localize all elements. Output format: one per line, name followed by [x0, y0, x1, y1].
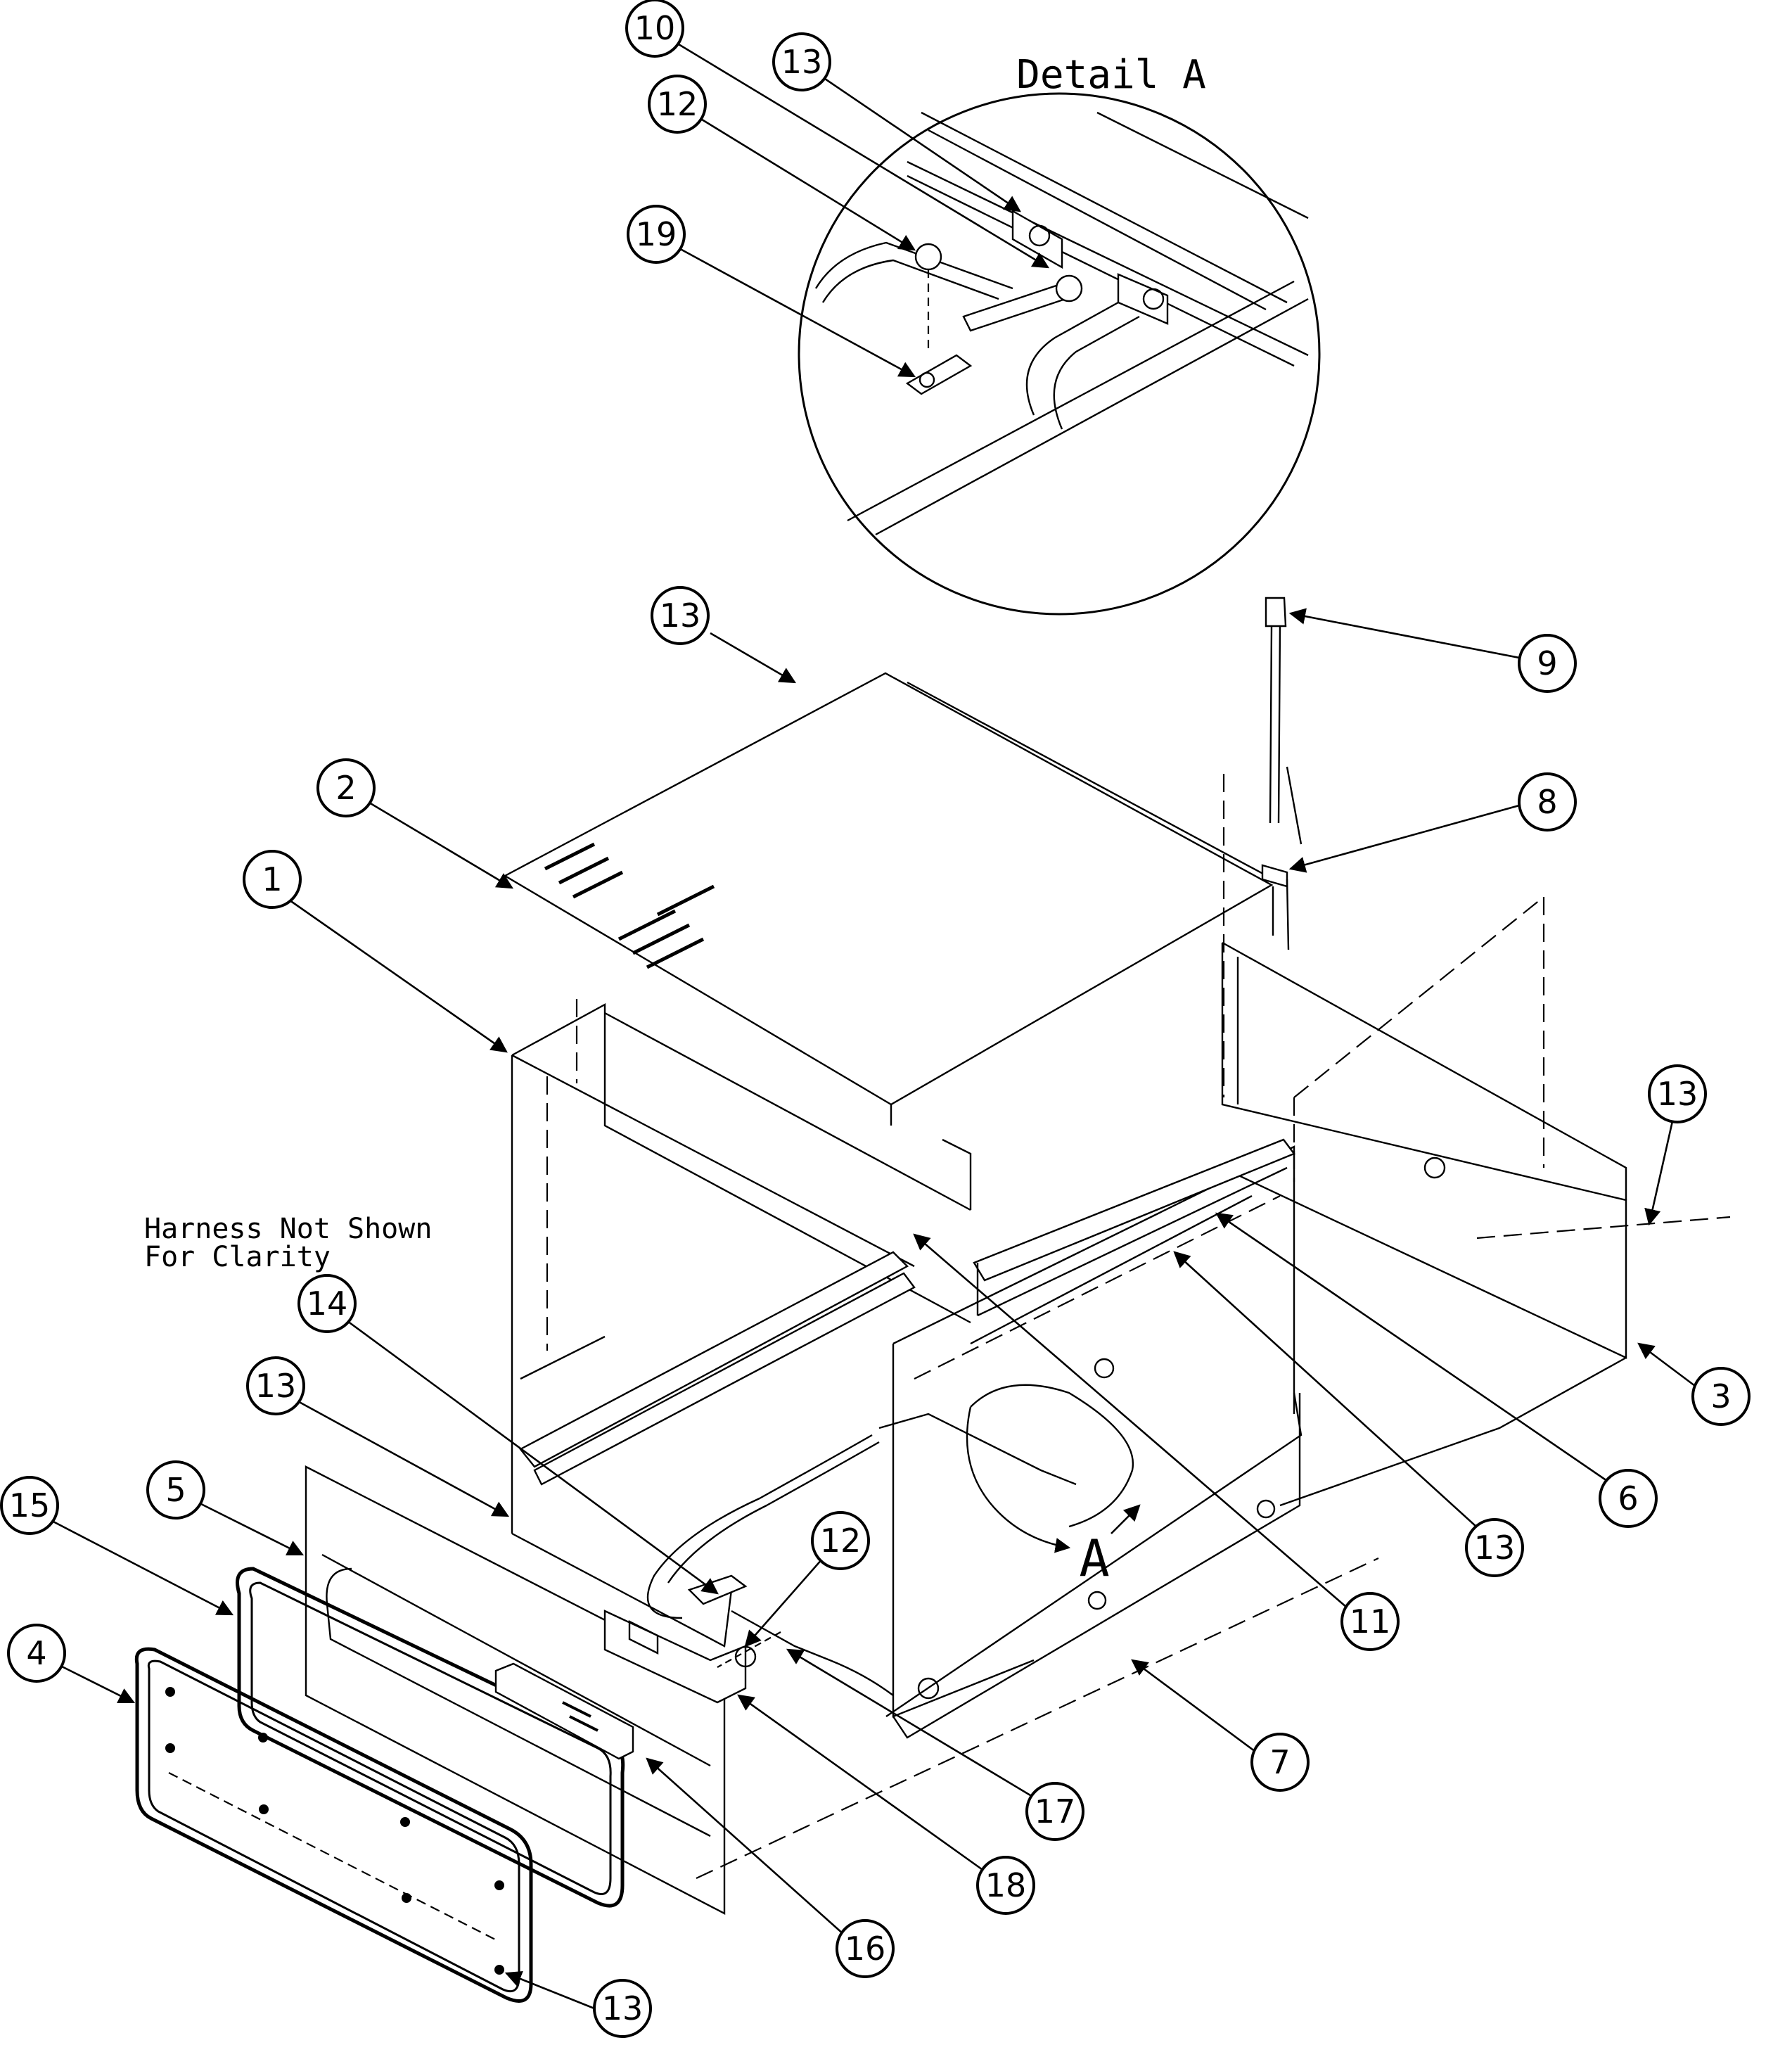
svg-text:11: 11 — [1350, 1603, 1391, 1641]
callout-6: 6 — [1215, 1212, 1658, 1528]
svg-text:19: 19 — [636, 215, 677, 253]
callout-12-detail: 12 — [648, 75, 916, 251]
callout-7: 7 — [1131, 1659, 1310, 1792]
callout-2: 2 — [316, 758, 514, 889]
note-line-1: Harness Not Shown — [144, 1213, 432, 1245]
callout-16: 16 — [646, 1757, 895, 1978]
svg-text:4: 4 — [26, 1634, 46, 1672]
detail-a-marker: A — [966, 1384, 1141, 1588]
callout-19: 19 — [627, 205, 916, 378]
svg-text:8: 8 — [1537, 783, 1557, 821]
callout-13-left: 13 — [246, 1356, 510, 1517]
svg-text:9: 9 — [1537, 644, 1557, 682]
callout-13-top: 13 — [651, 586, 797, 684]
svg-text:3: 3 — [1710, 1377, 1731, 1415]
callout-13-right: 13 — [1644, 1064, 1707, 1226]
callout-13-door: 13 — [504, 1970, 652, 2038]
svg-text:1: 1 — [262, 860, 282, 898]
callout-17: 17 — [786, 1648, 1084, 1841]
svg-text:14: 14 — [307, 1285, 348, 1323]
callout-11: 11 — [913, 1233, 1400, 1651]
svg-text:13: 13 — [1657, 1075, 1698, 1113]
detail-a-view — [798, 92, 1321, 616]
svg-text:13: 13 — [660, 597, 701, 635]
callout-13-rail: 13 — [1173, 1251, 1524, 1577]
svg-text:13: 13 — [255, 1367, 297, 1405]
callout-10: 10 — [625, 0, 1050, 269]
svg-text:5: 5 — [165, 1471, 186, 1509]
callout-8: 8 — [1288, 772, 1577, 873]
svg-text:6: 6 — [1618, 1479, 1638, 1517]
callout-3: 3 — [1637, 1342, 1751, 1426]
detail-a-title: Detail A — [1016, 52, 1206, 98]
svg-text:2: 2 — [335, 769, 356, 807]
callout-12-main: 12 — [744, 1511, 870, 1648]
svg-text:12: 12 — [820, 1522, 862, 1560]
svg-text:12: 12 — [657, 85, 698, 123]
callout-5: 5 — [146, 1460, 305, 1556]
svg-text:15: 15 — [9, 1486, 51, 1524]
callout-15: 15 — [0, 1476, 234, 1616]
svg-text:10: 10 — [634, 9, 676, 47]
svg-text:13: 13 — [781, 43, 823, 81]
callout-13-detail: 13 — [772, 32, 1021, 212]
svg-text:13: 13 — [602, 1989, 644, 2027]
callout-1: 1 — [243, 850, 508, 1053]
main-assembly — [134, 597, 1731, 2003]
svg-text:16: 16 — [845, 1930, 886, 1968]
callout-4: 4 — [7, 1624, 136, 1704]
detail-a-marker-label: A — [1079, 1529, 1109, 1588]
svg-text:7: 7 — [1269, 1743, 1290, 1781]
svg-text:18: 18 — [985, 1866, 1027, 1904]
callout-18: 18 — [737, 1694, 1035, 1915]
callout-9: 9 — [1288, 608, 1577, 693]
callout-14: 14 — [297, 1274, 719, 1595]
svg-text:17: 17 — [1035, 1792, 1076, 1830]
note-line-2: For Clarity — [144, 1241, 331, 1273]
svg-text:13: 13 — [1474, 1529, 1516, 1567]
